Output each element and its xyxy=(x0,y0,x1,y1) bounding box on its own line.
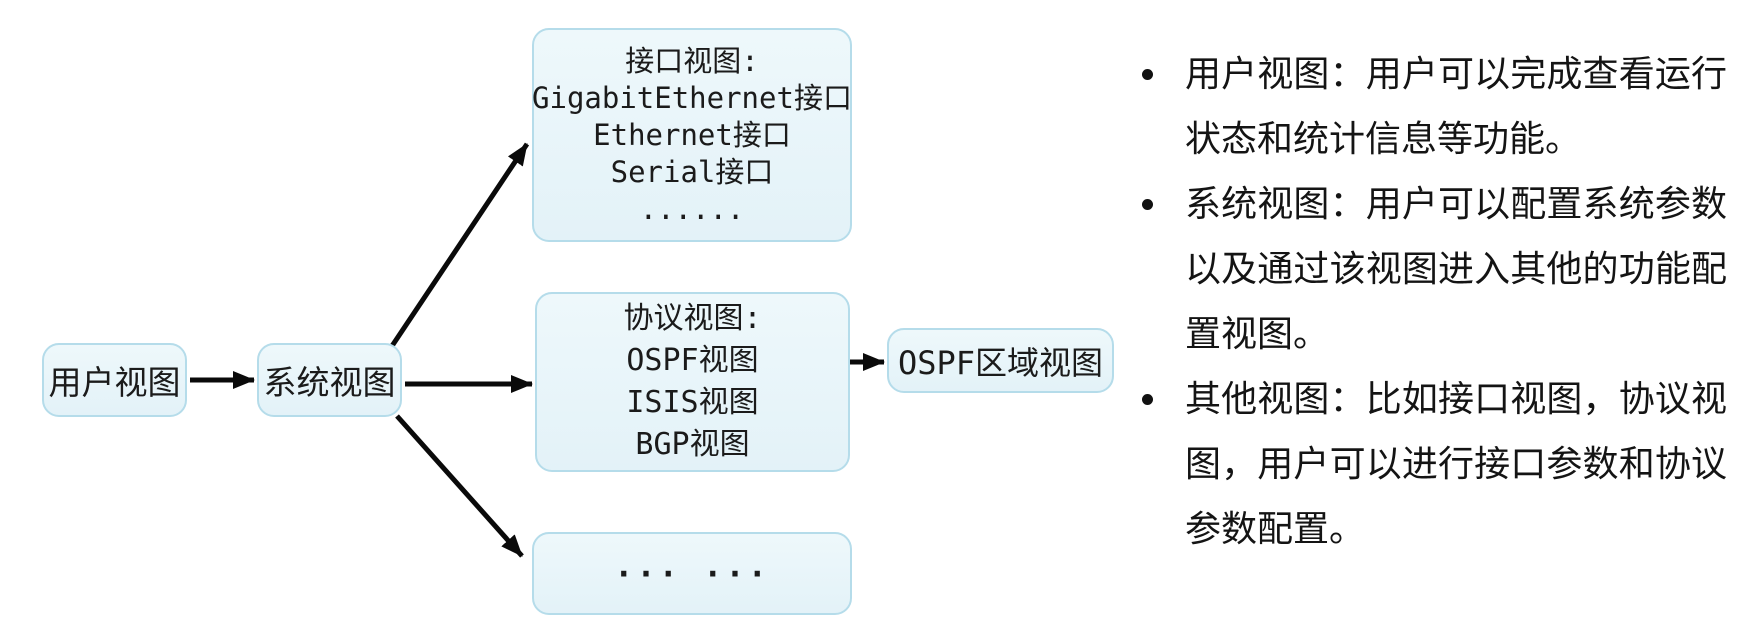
note-other-views: 其他视图：比如接口视图，协议视图，用户可以进行接口参数和协议参数配置。 xyxy=(1130,367,1740,562)
node-other-views: ··· ··· xyxy=(532,532,852,615)
node-system-view-label: 系统视图 xyxy=(263,363,396,402)
interface-view-serial: Serial接口 xyxy=(610,154,774,189)
protocol-view-ospf: OSPF视图 xyxy=(626,343,759,378)
interface-view-ethernet: Ethernet接口 xyxy=(593,117,791,152)
note-user-view: 用户视图：用户可以完成查看运行状态和统计信息等功能。 xyxy=(1130,42,1740,172)
node-user-view-label: 用户视图 xyxy=(48,363,181,402)
arrow-system-to-interface xyxy=(389,142,530,348)
note-other-views-text: 其他视图：比如接口视图，协议视图，用户可以进行接口参数和协议参数配置。 xyxy=(1185,379,1727,549)
node-system-view: 系统视图 xyxy=(257,343,402,417)
arrow-system-to-other xyxy=(395,414,524,558)
note-user-view-text: 用户视图：用户可以完成查看运行状态和统计信息等功能。 xyxy=(1185,54,1727,159)
node-protocol-view: 协议视图: OSPF视图 ISIS视图 BGP视图 xyxy=(535,292,850,472)
bullet-icon xyxy=(1142,199,1153,210)
node-interface-view: 接口视图: GigabitEthernet接口 Ethernet接口 Seria… xyxy=(532,28,852,242)
interface-view-ellipsis: ...... xyxy=(639,191,745,226)
protocol-view-bgp: BGP视图 xyxy=(635,427,750,462)
note-system-view: 系统视图：用户可以配置系统参数以及通过该视图进入其他的功能配置视图。 xyxy=(1130,172,1740,367)
note-system-view-text: 系统视图：用户可以配置系统参数以及通过该视图进入其他的功能配置视图。 xyxy=(1185,184,1727,354)
node-user-view: 用户视图 xyxy=(42,343,187,417)
node-ospf-area-view-label: OSPF区域视图 xyxy=(897,343,1104,382)
notes-panel: 用户视图：用户可以完成查看运行状态和统计信息等功能。 系统视图：用户可以配置系统… xyxy=(1130,42,1740,562)
node-ospf-area-view: OSPF区域视图 xyxy=(887,328,1114,393)
interface-view-title: 接口视图: xyxy=(625,43,759,78)
protocol-view-title: 协议视图: xyxy=(623,301,762,336)
protocol-view-isis: ISIS视图 xyxy=(626,385,759,420)
node-other-views-label: ··· ··· xyxy=(614,554,770,593)
interface-view-gigabit: GigabitEthernet接口 xyxy=(532,80,852,115)
bullet-icon xyxy=(1142,69,1153,80)
bullet-icon xyxy=(1142,394,1153,405)
